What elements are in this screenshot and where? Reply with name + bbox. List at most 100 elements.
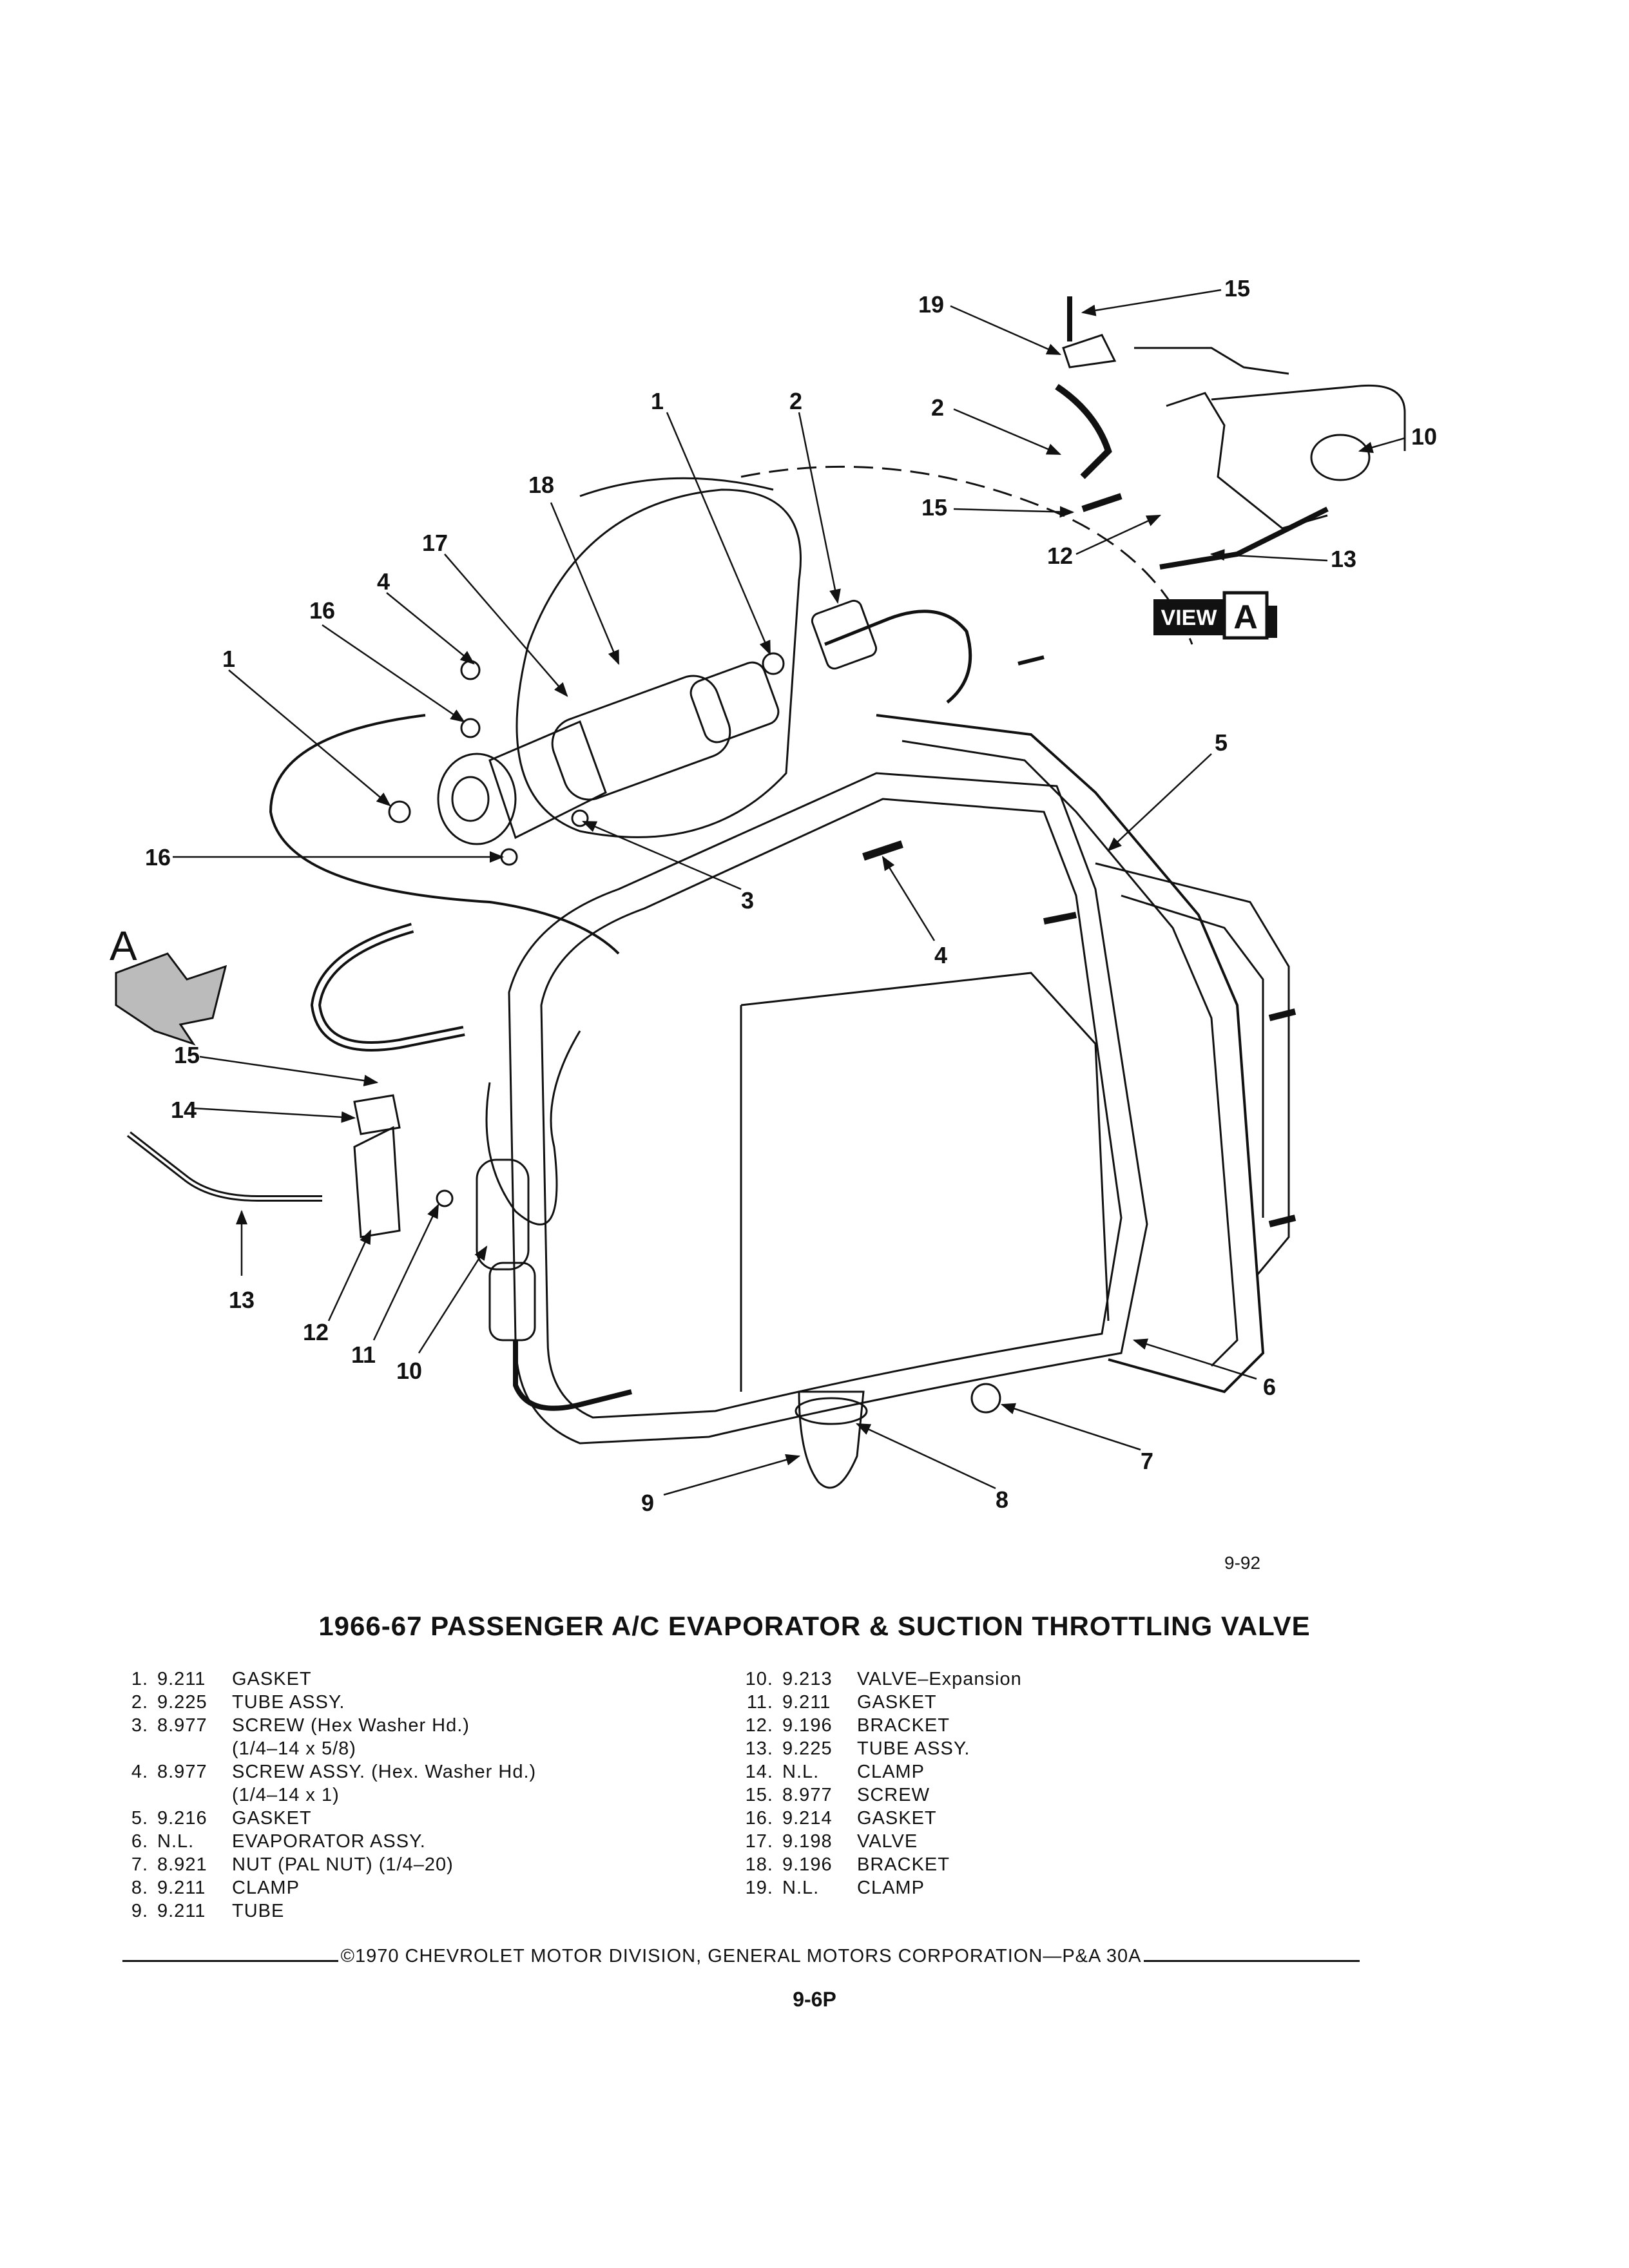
parts-list-row: 6. N.L. EVAPORATOR ASSY. [116,1830,536,1853]
callout-16-left: 16 [145,844,171,870]
cap-tube [485,1030,581,1225]
callout-15-left: 15 [174,1042,200,1068]
inset-valve-10 [1310,434,1371,481]
rear-frame-inner [1121,894,1264,1218]
footer-rule-left [122,1960,338,1962]
part-code: 9.216 [157,1808,207,1829]
firewall-outline-upper [579,477,774,497]
view-badge-label: VIEW [1161,606,1218,630]
figure-reference: 9-92 [1224,1553,1260,1573]
part-number: 7. [131,1854,148,1875]
evaporator-case-inner [540,798,1123,1419]
callout-15-inset: 15 [921,494,947,521]
callout-12-left: 12 [303,1319,329,1345]
stud-left [1043,912,1077,925]
callout-2-top: 2 [789,388,802,414]
inset-clamp-19 [1062,334,1117,369]
part-description: CLAMP [857,1878,925,1898]
diagram-title: 1966-67 PASSENGER A/C EVAPORATOR & SUCTI… [318,1611,1311,1641]
clamp-14 [353,1094,401,1135]
part-number: 16. [745,1808,773,1829]
part-number: 6. [131,1831,148,1852]
part-number: 13. [745,1738,773,1759]
part-number: 3. [131,1715,148,1736]
stud-upper-right [1017,655,1045,666]
callout-2-inset: 2 [931,394,944,421]
part-code: 9.211 [782,1692,831,1713]
outlet-tube [513,1340,632,1411]
callout-1-left: 1 [222,646,235,672]
part-number: 4. [131,1762,148,1782]
part-number: 1. [131,1669,148,1689]
hose-lower [310,923,465,1052]
inset-tube-13 [1159,506,1329,570]
part-code: N.L. [157,1831,195,1852]
part-description: NUT (PAL NUT) (1/4–20) [232,1854,454,1875]
view-badge-letter: A [1233,599,1258,636]
gasket-11 [436,1189,454,1207]
expansion-valve [476,1158,530,1271]
part-number: 15. [745,1785,773,1805]
callout-14: 14 [171,1097,197,1123]
callout-1-top: 1 [651,388,664,414]
nut-7 [970,1383,1001,1414]
callout-17: 17 [422,530,448,556]
part-description: CLAMP [232,1878,300,1898]
parts-list-row: 19.N.L.CLAMP [741,1876,1022,1899]
tube-13-inner [128,1133,322,1200]
exploded-parts-diagram: VIEW A A [110,275,1437,1573]
part-description: GASKET [232,1669,312,1689]
part-description: SCREW [857,1785,930,1805]
callout-4-top: 4 [377,568,390,595]
part-code: 9.225 [782,1738,833,1759]
drain-tube [798,1390,865,1489]
part-code: 9.196 [782,1715,833,1736]
leader-lines [173,289,1405,1496]
part-number: 14. [745,1762,773,1782]
part-code: 9.225 [157,1692,207,1713]
part-code: 9.211 [157,1878,206,1898]
evaporator-front-panel [740,972,1110,1321]
sttv-body [551,675,731,801]
sttv-end-inner [451,776,490,822]
part-code: 9.198 [782,1831,833,1852]
parts-list-row: 14.N.L.CLAMP [741,1760,1022,1783]
callout-11: 11 [351,1341,376,1368]
bracket-12 [353,1126,401,1238]
part-code: 9.196 [782,1854,833,1875]
part-code: 9.214 [782,1808,833,1829]
part-description: EVAPORATOR ASSY. [232,1831,426,1852]
callout-13-left: 13 [229,1287,255,1313]
gasket-outline [876,714,1265,1394]
rear-frame [1095,862,1290,1276]
part-description: GASKET [857,1808,937,1829]
footer-rule-right [1144,1960,1360,1962]
part-number: 12. [745,1715,773,1736]
part-description: GASKET [232,1808,312,1829]
part-code: 8.977 [157,1762,207,1782]
callout-7: 7 [1141,1448,1153,1474]
inset-tube-2 [1055,383,1112,479]
part-code: 8.977 [157,1715,207,1736]
part-description: CLAMP [857,1762,925,1782]
hose-loop [269,714,620,955]
firewall-outline [740,465,1193,645]
gasket-16-upper [460,718,481,738]
drain-clamp [795,1397,868,1425]
inset-dashboard [1134,347,1406,451]
tube-13 [126,1131,322,1202]
part-number: 17. [745,1831,773,1852]
stud-lower-right-2 [1268,1215,1296,1227]
hose-lower-inner [313,925,465,1049]
